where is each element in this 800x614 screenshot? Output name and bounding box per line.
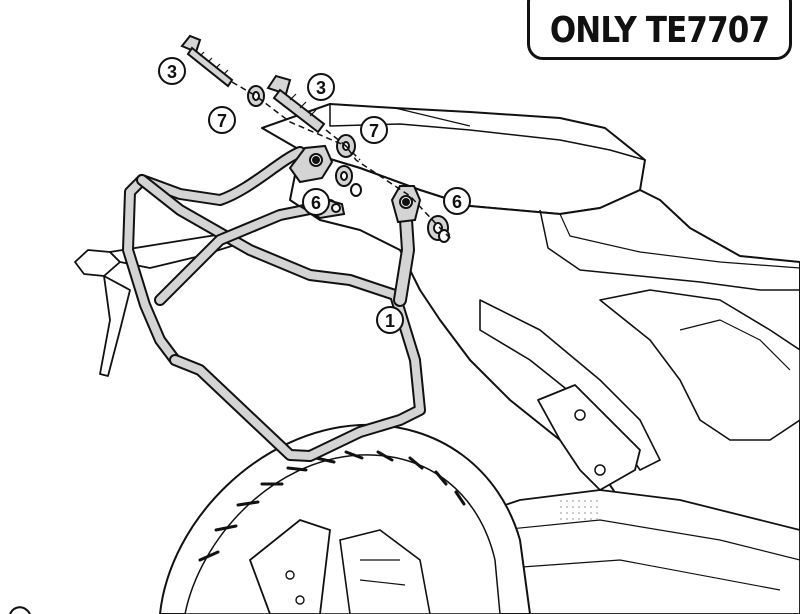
svg-text:6: 6 [452,192,462,212]
plate-bracket [74,231,241,377]
footpeg-hanger [537,384,641,491]
callout-spacer-right: 6 [443,187,471,215]
svg-text:3: 3 [316,78,326,98]
bolt-left [180,34,234,88]
svg-text:1: 1 [385,311,395,331]
callout-bolt-left: 3 [158,57,186,85]
callout-washer-right: 7 [360,116,388,144]
spacers [335,165,450,243]
callout-washer-left: 7 [208,106,236,134]
callout-frame: 1 [376,306,404,334]
svg-text:3: 3 [167,62,177,82]
model-note-badge: ONLY TE7707 [527,0,792,60]
svg-text:6: 6 [311,193,321,213]
callout-spacer-left: 6 [302,188,330,216]
svg-text:7: 7 [217,111,227,131]
svg-text:7: 7 [369,121,379,141]
callout-bolt-right: 3 [307,73,335,101]
rear-wheel [9,423,532,614]
assembly-axis-lines [231,81,453,241]
model-note-text: ONLY TE7707 [549,10,770,51]
bolt-right [266,74,326,134]
